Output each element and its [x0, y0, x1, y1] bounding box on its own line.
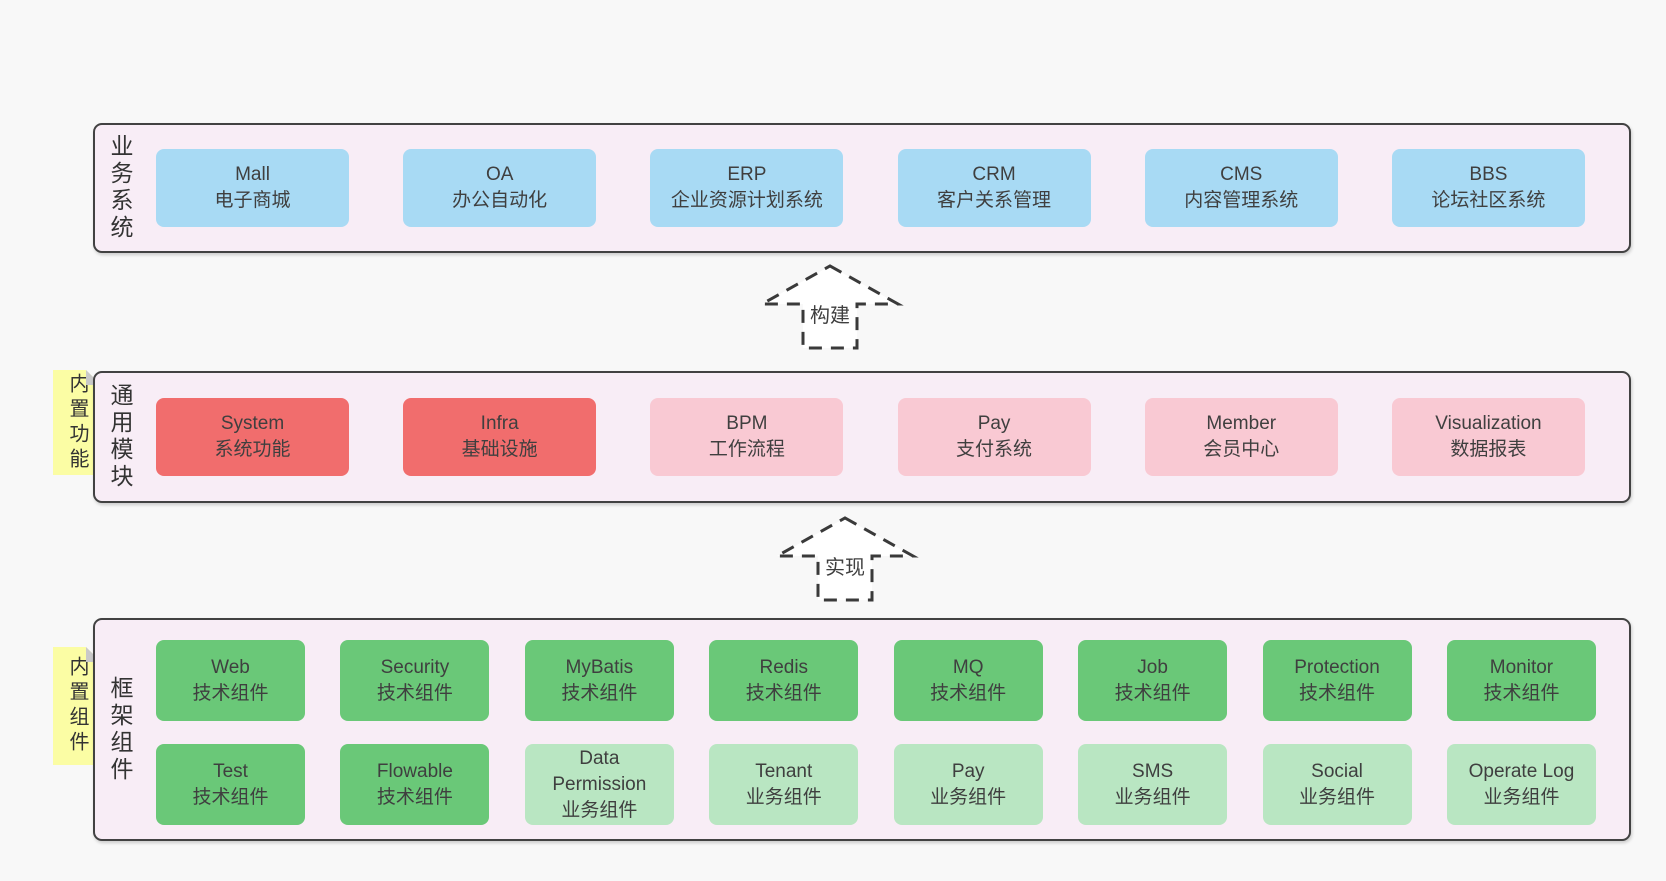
box-member: Member 会员中心	[1144, 398, 1338, 476]
box-redis: Redis 技术组件	[709, 640, 859, 721]
box-subtitle: 会员中心	[1203, 439, 1280, 460]
box-subtitle: 业务组件	[1299, 786, 1376, 808]
box-title: Flowable	[376, 760, 453, 782]
box-subtitle: 技术组件	[930, 682, 1007, 704]
box-title: Operate Log	[1468, 760, 1575, 782]
box-title: Job	[1137, 656, 1168, 678]
box-subtitle: 企业资源计划系统	[670, 190, 823, 211]
box-subtitle: 业务组件	[745, 786, 822, 808]
box-monitor: Monitor 技术组件	[1446, 640, 1596, 721]
box-mybatis: MyBatis 技术组件	[524, 640, 674, 721]
box-subtitle: 电子商城	[214, 190, 291, 211]
box-subtitle: 技术组件	[376, 682, 453, 704]
sticky-note-label: 内置功能	[66, 372, 88, 473]
box-operate-log: Operate Log 业务组件	[1446, 744, 1596, 825]
layer-framework-components: 框架组件 Web 技术组件 Security 技术组件 MyBatis 技术组件…	[93, 618, 1631, 841]
box-title: MyBatis	[565, 656, 634, 678]
build-arrow-icon: 构建	[756, 264, 904, 350]
box-title: OA	[485, 164, 514, 185]
box-title: CMS	[1220, 164, 1263, 185]
box-title: Social	[1311, 760, 1363, 782]
box-title: CRM	[972, 164, 1016, 185]
box-title: Security	[380, 656, 450, 678]
box-subtitle: 客户关系管理	[937, 190, 1052, 211]
box-subtitle: 技术组件	[561, 682, 638, 704]
module-boxes-row: System 系统功能 Infra 基础设施 BPM 工作流程 Pay 支付系统…	[156, 398, 1585, 476]
layer-common-modules: 通用模块 System 系统功能 Infra 基础设施 BPM 工作流程 Pay…	[93, 371, 1631, 503]
box-subtitle: 技术组件	[192, 786, 269, 808]
box-bpm: BPM 工作流程	[650, 398, 844, 476]
layer-label-business: 业务系统	[107, 134, 133, 242]
box-subtitle: 论坛社区系统	[1431, 190, 1546, 211]
box-title: Monitor	[1489, 656, 1554, 678]
implement-arrow-label: 实现	[825, 556, 865, 579]
box-visualization: Visualization 数据报表	[1391, 398, 1585, 476]
box-mall: Mall 电子商城	[156, 149, 349, 227]
box-title: Pay	[951, 760, 985, 782]
box-data-permission: Data Permission 业务组件	[524, 744, 674, 825]
business-boxes-row: Mall 电子商城 OA 办公自动化 ERP 企业资源计划系统 CRM 客户关系…	[156, 149, 1585, 227]
box-subtitle: 技术组件	[1299, 682, 1376, 704]
box-erp: ERP 企业资源计划系统	[650, 149, 844, 227]
box-title: Mall	[235, 164, 270, 185]
box-social: Social 业务组件	[1262, 744, 1412, 825]
box-title: Tenant	[755, 760, 813, 782]
box-tenant: Tenant 业务组件	[709, 744, 859, 825]
box-crm: CRM 客户关系管理	[897, 149, 1091, 227]
box-subtitle: 内容管理系统	[1184, 190, 1299, 211]
box-subtitle: 业务组件	[930, 786, 1007, 808]
box-protection: Protection 技术组件	[1262, 640, 1412, 721]
box-title: Member	[1206, 413, 1277, 434]
layer-business-systems: 业务系统 Mall 电子商城 OA 办公自动化 ERP 企业资源计划系统 CRM…	[93, 123, 1631, 253]
layer-label-modules: 通用模块	[107, 383, 133, 491]
box-subtitle: 办公自动化	[452, 190, 548, 211]
box-subtitle: 数据报表	[1450, 439, 1527, 460]
box-subtitle: 技术组件	[1114, 682, 1191, 704]
box-title: Visualization	[1435, 413, 1542, 434]
box-oa: OA 办公自动化	[403, 149, 597, 227]
box-sms: SMS 业务组件	[1078, 744, 1228, 825]
component-boxes-grid: Web 技术组件 Security 技术组件 MyBatis 技术组件 Redi…	[156, 640, 1596, 825]
box-subtitle: 业务组件	[1483, 786, 1560, 808]
box-title: Pay	[977, 413, 1011, 434]
layer-label-components: 框架组件	[107, 675, 133, 784]
box-title: Protection	[1294, 656, 1380, 678]
box-subtitle: 系统功能	[214, 439, 291, 460]
box-subtitle: 技术组件	[745, 682, 822, 704]
box-test: Test 技术组件	[156, 744, 305, 825]
implement-arrow-icon: 实现	[771, 516, 919, 602]
box-title: SMS	[1132, 760, 1174, 782]
box-subtitle: 技术组件	[376, 786, 453, 808]
box-title: Redis	[759, 656, 809, 678]
box-pay: Pay 支付系统	[897, 398, 1091, 476]
box-title: Test	[213, 760, 248, 782]
box-infra: Infra 基础设施	[403, 398, 597, 476]
box-cms: CMS 内容管理系统	[1144, 149, 1338, 227]
box-subtitle: 基础设施	[461, 439, 538, 460]
box-system: System 系统功能	[156, 398, 349, 476]
box-title: System	[220, 413, 285, 434]
build-arrow-label: 构建	[810, 304, 850, 327]
box-flowable: Flowable 技术组件	[340, 744, 490, 825]
box-title: BBS	[1469, 164, 1508, 185]
box-web: Web 技术组件	[156, 640, 305, 721]
sticky-note-label: 内置组件	[66, 656, 88, 756]
box-subtitle: 技术组件	[192, 682, 269, 704]
box-subtitle: 工作流程	[708, 439, 785, 460]
box-subtitle: 技术组件	[1483, 682, 1560, 704]
box-title: BPM	[726, 413, 768, 434]
box-bbs: BBS 论坛社区系统	[1391, 149, 1585, 227]
box-title: Web	[211, 656, 250, 678]
box-subtitle: 支付系统	[956, 439, 1033, 460]
box-title: Infra	[480, 413, 519, 434]
box-subtitle: 业务组件	[1114, 786, 1191, 808]
box-job: Job 技术组件	[1078, 640, 1228, 721]
box-security: Security 技术组件	[340, 640, 490, 721]
box-subtitle: 业务组件	[561, 799, 638, 821]
box-title: ERP	[727, 164, 767, 185]
box-pay-business: Pay 业务组件	[893, 744, 1043, 825]
box-title: Data Permission	[552, 747, 647, 795]
box-title: MQ	[952, 656, 984, 678]
box-mq: MQ 技术组件	[893, 640, 1043, 721]
